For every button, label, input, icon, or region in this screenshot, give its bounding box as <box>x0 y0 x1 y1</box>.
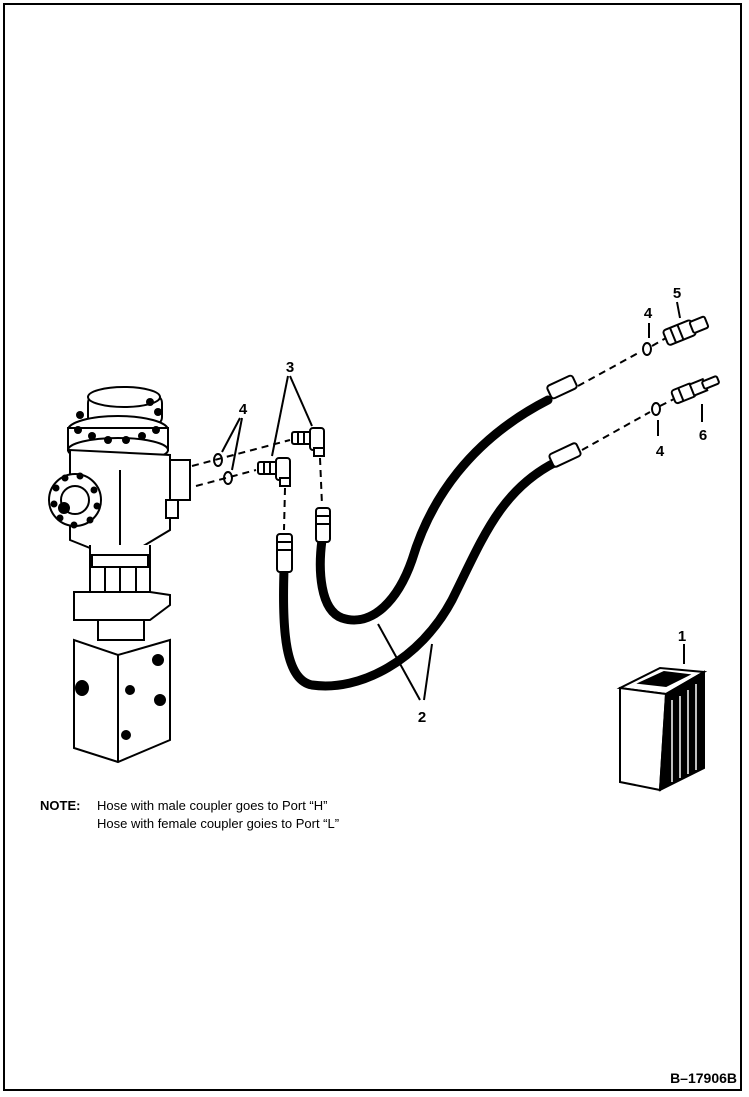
callout-4-lower: 4 <box>656 443 665 460</box>
hose-end-fitting-4 <box>548 442 582 468</box>
note-line-male: Hose with male coupler goes to Port “H” <box>97 798 328 813</box>
hose-inner <box>315 395 553 625</box>
leader-lines <box>221 301 703 701</box>
callout-5: 5 <box>673 285 681 302</box>
assembly-lines <box>191 337 677 531</box>
hose-end-fitting-1 <box>315 507 331 543</box>
callout-6: 6 <box>699 427 707 444</box>
note-label: NOTE: <box>40 798 81 813</box>
elbow-fitting-upper <box>291 427 325 457</box>
o-ring-coupler-upper <box>642 342 652 356</box>
note-line-female: Hose with female coupler goies to Port “… <box>97 816 340 831</box>
hose-end-fitting-2 <box>276 533 293 573</box>
callout-1: 1 <box>678 628 686 645</box>
callout-4-upper: 4 <box>644 305 653 322</box>
callout-4-motor: 4 <box>239 401 248 418</box>
hose-end-fitting-3 <box>546 374 578 400</box>
callout-3: 3 <box>286 359 294 376</box>
o-ring-coupler-lower <box>651 402 661 416</box>
elbow-fitting-lower <box>257 457 291 487</box>
page-border <box>3 3 742 1091</box>
document-id: B–17906B <box>670 1070 737 1086</box>
female-coupler <box>662 315 710 346</box>
callout-2: 2 <box>418 709 426 726</box>
male-coupler <box>670 375 720 405</box>
motor-assembly <box>48 386 191 764</box>
kit-box <box>616 666 708 792</box>
